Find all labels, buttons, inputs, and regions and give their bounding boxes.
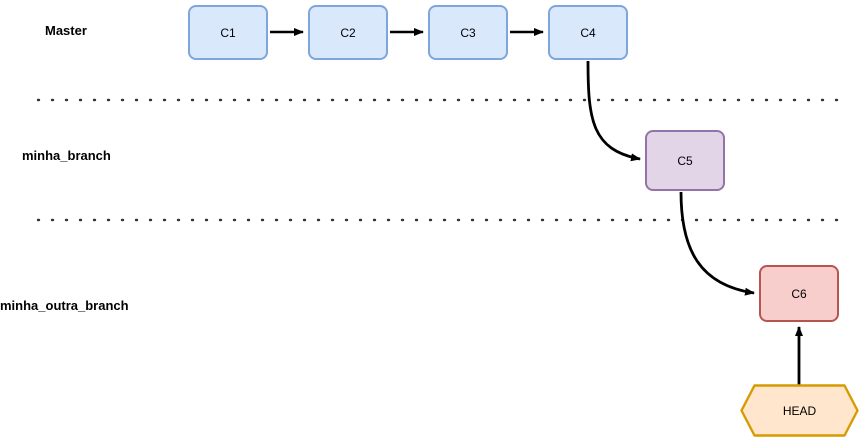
head-pointer-label: HEAD <box>782 403 817 418</box>
commit-node-c6[interactable]: C6 <box>759 265 839 322</box>
commit-label-c5: C5 <box>677 153 693 168</box>
commit-node-c1[interactable]: C1 <box>188 5 268 60</box>
commit-label-c2: C2 <box>340 25 356 40</box>
commit-node-c4[interactable]: C4 <box>548 5 628 60</box>
commit-node-c3[interactable]: C3 <box>428 5 508 60</box>
commit-label-c6: C6 <box>791 286 807 301</box>
lane-label-minha-outra-branch: minha_outra_branch <box>0 298 129 313</box>
commit-node-c5[interactable]: C5 <box>645 130 725 191</box>
commit-node-c2[interactable]: C2 <box>308 5 388 60</box>
commit-label-c3: C3 <box>460 25 476 40</box>
lane-label-master: Master <box>45 23 87 38</box>
edge-c5-c6 <box>679 191 755 296</box>
edge-c4-c5 <box>586 60 641 162</box>
hexagon-icon <box>740 384 859 437</box>
lane-label-minha-branch: minha_branch <box>22 148 111 163</box>
head-pointer-node[interactable]: HEAD <box>740 384 859 437</box>
commit-label-c4: C4 <box>580 25 596 40</box>
commit-label-c1: C1 <box>220 25 236 40</box>
